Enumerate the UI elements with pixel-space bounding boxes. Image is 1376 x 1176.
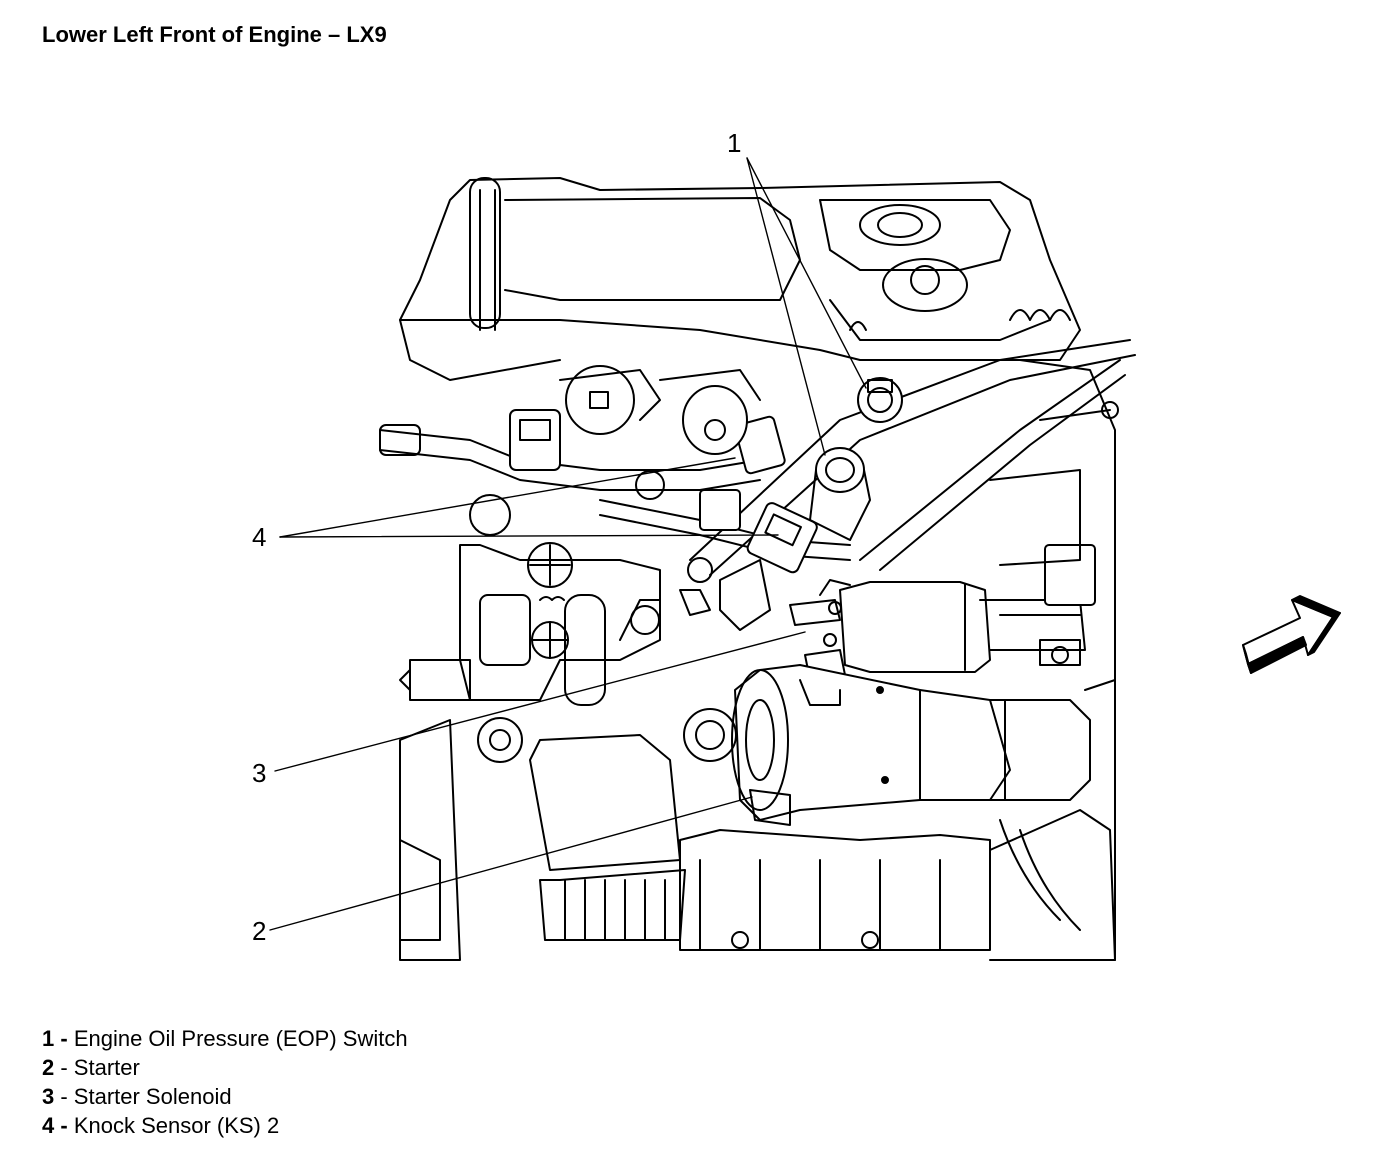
legend-item: 2 - Starter	[42, 1053, 408, 1082]
legend-number: 1 -	[42, 1026, 68, 1051]
legend-text: Knock Sensor (KS) 2	[73, 1113, 280, 1138]
eop-switch	[809, 377, 903, 541]
legend-number: 2	[42, 1055, 55, 1080]
leader-lines	[269, 157, 867, 931]
legend-text: - Starter Solenoid	[54, 1084, 232, 1109]
leader-1a	[746, 157, 826, 456]
legend: 1 - Engine Oil Pressure (EOP) Switch 2 -…	[42, 1024, 408, 1140]
engine-bosses	[469, 365, 761, 536]
valve-cover	[399, 177, 1081, 381]
knock-sensor-connectors	[509, 409, 818, 574]
legend-text: - Starter	[54, 1055, 140, 1080]
callout-1: 1	[727, 128, 742, 158]
legend-number: 3	[42, 1084, 55, 1109]
callout-4: 4	[252, 522, 267, 552]
callout-3: 3	[252, 758, 267, 788]
leader-1b	[746, 157, 867, 389]
leader-4a	[279, 457, 736, 538]
leader-4b	[279, 534, 779, 538]
oil-pan	[399, 719, 1116, 961]
forward-arrow-icon	[1242, 595, 1341, 674]
legend-text: Engine Oil Pressure (EOP) Switch	[73, 1026, 408, 1051]
legend-item: 3 - Starter Solenoid	[42, 1082, 408, 1111]
legend-item: 4 - Knock Sensor (KS) 2	[42, 1111, 408, 1140]
lower-block	[399, 542, 771, 706]
leader-3	[274, 631, 806, 772]
legend-item: 1 - Engine Oil Pressure (EOP) Switch	[42, 1024, 408, 1053]
page-title: Lower Left Front of Engine – LX9	[42, 22, 387, 47]
callout-2: 2	[252, 916, 267, 946]
bellhousing	[989, 359, 1119, 961]
leader-2	[269, 796, 753, 931]
legend-number: 4 -	[42, 1113, 68, 1138]
starter-motor-drawing	[731, 664, 1091, 826]
oil-filter	[477, 708, 737, 941]
starter-solenoid-drawing	[789, 544, 1096, 681]
